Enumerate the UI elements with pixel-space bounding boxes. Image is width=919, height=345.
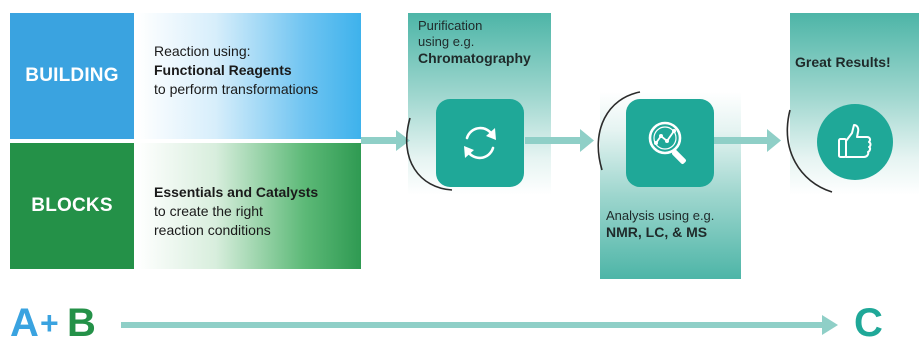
- flow-line-1: [361, 137, 402, 144]
- flow-arrowhead-2: [580, 129, 594, 152]
- purification-text: Purification using e.g. Chromatography: [418, 18, 531, 67]
- letter-a: A: [10, 301, 39, 345]
- analysis-line-1: Analysis using e.g.: [606, 208, 715, 223]
- reagents-line-3: to perform transformations: [154, 81, 319, 97]
- analysis-icon-tile: [626, 99, 714, 187]
- purification-icon-tile: [436, 99, 524, 187]
- purification-line-3: Chromatography: [418, 50, 531, 66]
- analysis-line-2: NMR, LC, & MS: [606, 224, 708, 240]
- building-label: BUILDING: [25, 65, 119, 86]
- catalysts-line-3: reaction conditions: [154, 222, 271, 238]
- blocks-block: BLOCKS: [10, 143, 134, 269]
- building-block: BUILDING: [10, 13, 134, 139]
- flow-line-2: [525, 137, 585, 144]
- results-title: Great Results!: [795, 54, 891, 70]
- blocks-label: BLOCKS: [31, 195, 113, 216]
- reagents-text: Reaction using: Functional Reagents to p…: [154, 42, 318, 99]
- magnifier-analysis-icon: [648, 121, 686, 164]
- catalysts-text: Essentials and Catalysts to create the r…: [154, 183, 318, 240]
- results-icon-tile: [817, 104, 893, 180]
- reagents-line-2: Functional Reagents: [154, 62, 292, 78]
- plus-sign: +: [40, 305, 59, 341]
- letter-c: C: [854, 301, 883, 345]
- analysis-text: Analysis using e.g. NMR, LC, & MS: [606, 208, 714, 241]
- bottom-arrowhead: [822, 315, 838, 335]
- analysis-arc: [597, 91, 641, 171]
- results-text: Great Results!: [795, 54, 891, 71]
- purification-line-1: Purification: [418, 18, 483, 33]
- refresh-cycle-icon: [464, 126, 496, 160]
- catalysts-line-1: Essentials and Catalysts: [154, 184, 319, 200]
- thumbs-up-icon: [838, 124, 872, 158]
- flow-arrowhead-1: [396, 130, 410, 151]
- flow-arrowhead-3: [767, 129, 781, 152]
- bottom-arrow-line: [121, 322, 826, 328]
- letter-b: B: [67, 301, 96, 345]
- flow-line-3: [714, 137, 772, 144]
- purification-arc: [405, 117, 453, 191]
- purification-line-2: using e.g.: [418, 34, 475, 49]
- reagents-line-1: Reaction using:: [154, 43, 251, 59]
- catalysts-box: Essentials and Catalysts to create the r…: [137, 143, 361, 269]
- results-arc: [786, 109, 833, 193]
- reagents-box: Reaction using: Functional Reagents to p…: [137, 13, 361, 139]
- catalysts-line-2: to create the right: [154, 203, 263, 219]
